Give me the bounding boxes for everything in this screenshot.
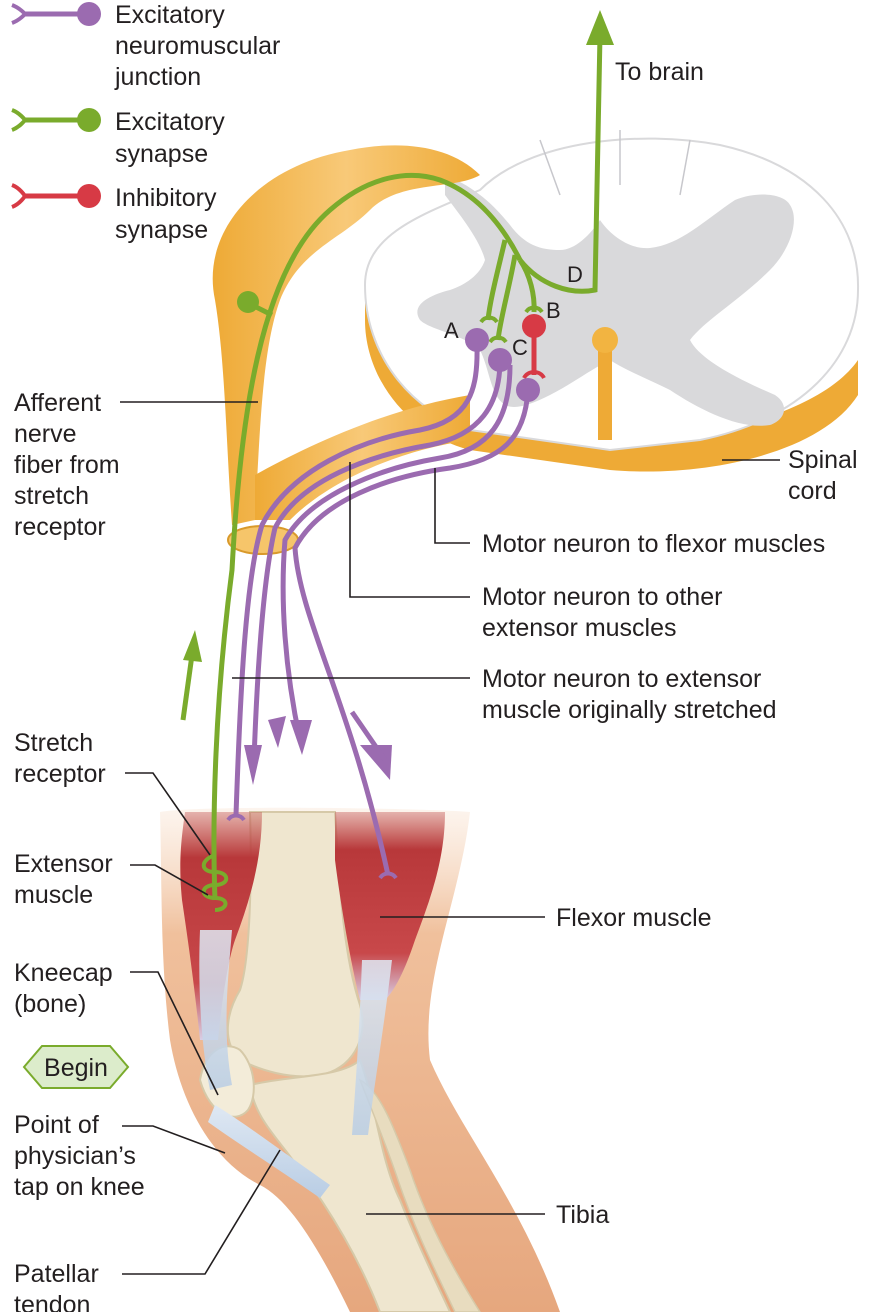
spinal-cord-label: Spinal cord: [788, 446, 864, 505]
motor-arrow-2: [268, 716, 286, 748]
motor-stretched-label: Motor neuron to extensor muscle original…: [482, 665, 777, 724]
stretch-receptor-label: Stretch receptor: [14, 729, 106, 788]
node-label-b: B: [546, 298, 561, 323]
motor-neuron-a: [465, 328, 489, 352]
brain-arrow: [586, 10, 614, 45]
tibia-label: Tibia: [556, 1201, 609, 1229]
ascending-arrowhead: [183, 630, 202, 662]
node-label-d: D: [567, 262, 583, 287]
legend-excitatory-synapse: Excitatory synapse: [12, 108, 232, 168]
central-canal: [592, 327, 618, 353]
motor-neuron-c: [488, 348, 512, 372]
legend-label-excitatory-synapse: Excitatory synapse: [115, 108, 232, 168]
tap-point-label: Point of physician’s tap on knee: [14, 1111, 145, 1201]
legend-terminal-icon: [12, 185, 25, 207]
legend-terminal-icon: [12, 5, 25, 23]
legend-cell-icon: [77, 108, 101, 132]
extensor-muscle-label: Extensor muscle: [14, 850, 120, 909]
begin-label: Begin: [44, 1054, 108, 1082]
node-label-c: C: [512, 335, 528, 360]
patellar-tendon-label: Patellar tendon: [14, 1260, 106, 1312]
kneecap-label: Kneecap (bone): [14, 959, 120, 1018]
ventral-fissure: [598, 340, 612, 440]
legend-terminal-icon: [12, 110, 25, 130]
motor-flexor-label: Motor neuron to flexor muscles: [482, 530, 825, 558]
legend-inhibitory-synapse: Inhibitory synapse: [12, 184, 223, 244]
legend-label-inhibitory-synapse: Inhibitory synapse: [115, 184, 223, 244]
motor-neuron-flexor: [516, 378, 540, 402]
afferent-fiber-label: Afferent nerve fiber from stretch recept…: [14, 389, 127, 541]
node-label-a: A: [444, 318, 459, 343]
motor-arrow-1: [244, 745, 262, 785]
begin-badge: Begin: [24, 1046, 128, 1088]
legend-excitatory-junction: Excitatory neuromuscular junction: [12, 1, 287, 91]
ascending-arrow: [183, 655, 192, 720]
legend-label-excitatory-junction: Excitatory neuromuscular junction: [114, 1, 287, 91]
legend-cell-icon: [77, 2, 101, 26]
flexor-muscle-label: Flexor muscle: [556, 904, 712, 932]
ganglion-cell-body: [237, 291, 259, 313]
motor-other-label: Motor neuron to other extensor muscles: [482, 583, 729, 642]
motor-arrow-3: [290, 720, 312, 755]
legend-cell-icon: [77, 184, 101, 208]
to-brain-label: To brain: [615, 58, 704, 86]
